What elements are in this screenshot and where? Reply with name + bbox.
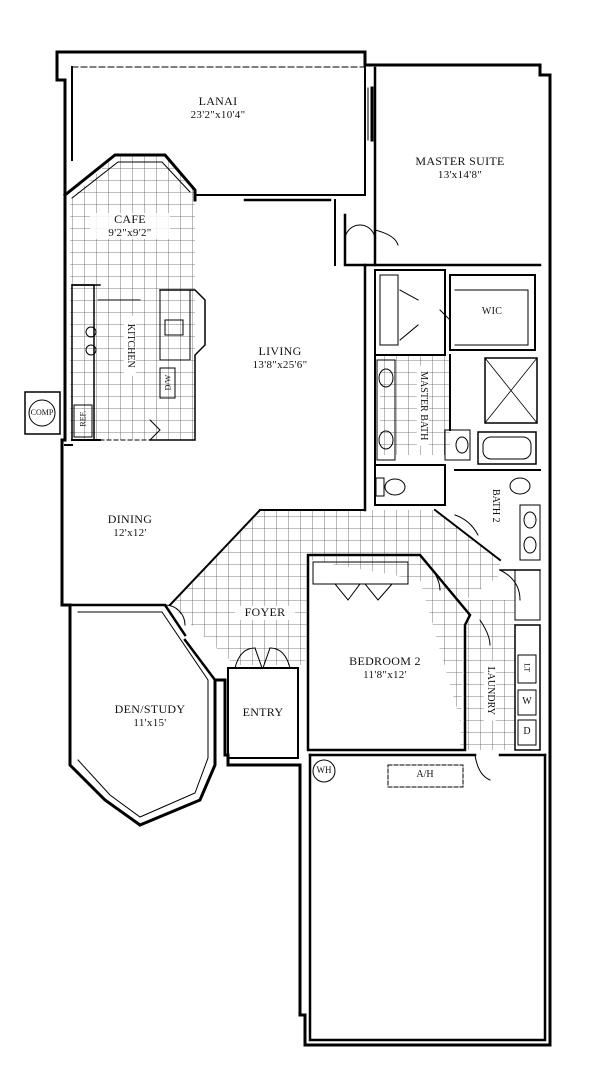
bedroom2-label: BEDROOM 2 11'8"x12'	[335, 654, 435, 681]
wic-label: WIC	[481, 306, 503, 317]
wh-label: WH	[316, 765, 332, 775]
lanai-name: LANAI	[198, 94, 238, 108]
master-suite-name: MASTER SUITE	[415, 154, 505, 168]
ref-label: REF.	[78, 410, 88, 427]
foyer-tile	[170, 510, 500, 755]
lanai-dimensions: 23'2"x10'4"	[190, 108, 246, 121]
kitchen-label: KITCHEN	[124, 315, 136, 376]
dw-label: D/W	[163, 374, 173, 391]
entry-label: ENTRY	[242, 705, 284, 719]
master-suite-dimensions: 13'x14'8"	[437, 168, 483, 181]
laundry-label: LAUNDRY	[484, 660, 496, 721]
cafe-kitchen-tile	[70, 155, 195, 440]
ah-label: A/H	[416, 769, 434, 780]
bath2-label: BATH 2	[489, 480, 501, 531]
foyer-label: FOYER	[235, 605, 295, 620]
laundry-tub-label: LT	[522, 663, 532, 673]
washer-label: W	[522, 696, 532, 707]
comp-label: COMP	[30, 408, 54, 417]
lanai-label: LANAI 23'2"x10'4"	[168, 94, 268, 121]
dining-name: DINING	[107, 512, 153, 526]
cafe-label: CAFE 9'2"x9'2"	[90, 212, 170, 240]
bedroom2-dimensions: 11'8"x12'	[363, 668, 407, 681]
dining-label: DINING 12'x12'	[90, 512, 170, 539]
master-suite-label: MASTER SUITE 13'x14'8"	[405, 154, 515, 181]
cafe-dimensions: 9'2"x9'2"	[108, 226, 152, 239]
dining-dimensions: 12'x12'	[113, 526, 147, 539]
living-name: LIVING	[258, 344, 302, 358]
master-bath-label: MASTER BATH	[417, 365, 429, 446]
bedroom2-name: BEDROOM 2	[349, 654, 421, 668]
master-bath-tile	[380, 355, 450, 455]
dryer-label: D	[523, 726, 531, 737]
den-label: DEN/STUDY 11'x15'	[100, 702, 200, 729]
living-dimensions: 13'8"x25'6"	[252, 358, 308, 371]
den-dimensions: 11'x15'	[133, 716, 167, 729]
cafe-name: CAFE	[114, 212, 146, 226]
den-name: DEN/STUDY	[114, 702, 186, 716]
living-label: LIVING 13'8"x25'6"	[230, 344, 330, 371]
